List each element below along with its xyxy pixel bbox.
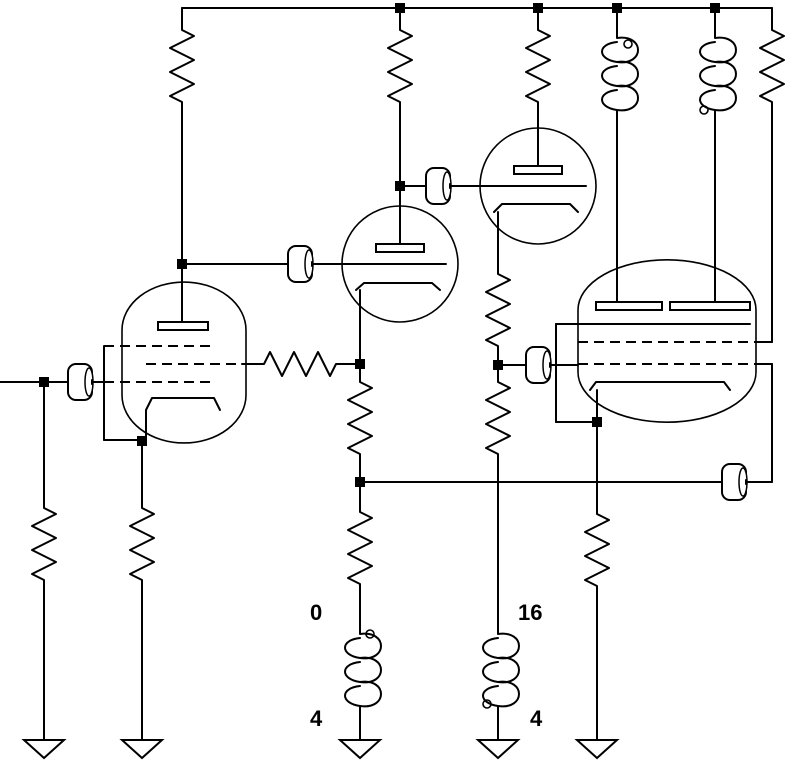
tap-label-4-left: 4 [310,706,323,731]
tap-label-16: 16 [518,600,542,625]
cathode-resistor-v4 [576,505,618,759]
tube-v1-input-stage [103,263,247,501]
screen-resistor [755,21,785,343]
tap-label-4-right: 4 [530,706,543,731]
plate-load-resistor-2 [387,21,413,245]
plate-load-resistor-3 [525,21,551,167]
tube-v4-output [555,258,757,507]
v2-cathode-chain [339,363,382,759]
plate-load-resistor-1 [169,21,195,265]
tap-label-0: 0 [310,600,322,625]
tube-v2-driver [341,205,459,365]
input-section [0,363,105,759]
feedback-line [359,363,773,501]
feedback-resistor-horizontal [241,351,365,377]
cathode-resistor-v1 [121,499,163,759]
tube-v3-driver [479,127,597,267]
v3-cathode-chain [477,265,579,759]
b-plus-rail [181,3,773,23]
output-transformer-primary [601,19,737,306]
